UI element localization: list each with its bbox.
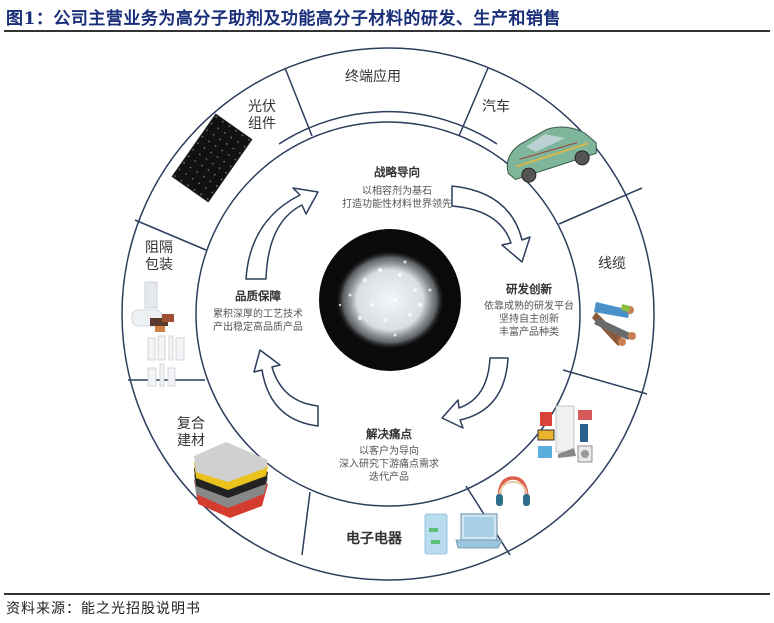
stage-desc-line: 迭代产品: [369, 472, 409, 483]
stage-title: 战略导向: [374, 165, 420, 179]
segment-automotive-label: 汽车: [482, 99, 510, 116]
cycle-arrows: [245, 185, 531, 429]
polymer-pellets-image: [319, 229, 461, 371]
outer-ring: [121, 47, 655, 581]
figure-title: 图1：公司主营业务为高分子助剂及功能高分子材料的研发、生产和销售: [6, 9, 561, 29]
packaging-icon: [131, 281, 185, 387]
segment-label-line: 建材: [177, 433, 205, 449]
stage-desc-line: 丰富产品种类: [499, 327, 559, 338]
stage-desc-line: 依靠成熟的研发平台: [484, 301, 574, 312]
arrow-quality-to-strategy: [245, 187, 319, 280]
arrow-rnd-to-pain: [441, 357, 509, 429]
stage-desc-line: 以相容剂为基石: [362, 186, 432, 197]
car-icon: [506, 126, 597, 183]
segment-photovoltaic-label: 光伏 组件: [248, 99, 276, 133]
segment-label-line: 光伏: [248, 99, 276, 115]
title-divider: [4, 30, 770, 32]
composite-panel-icon: [194, 442, 268, 518]
cable-icon: [592, 302, 636, 346]
segment-composite-building-label: 复合 建材: [177, 416, 205, 450]
terminal-application-header: 终端应用: [345, 69, 401, 85]
electronics-icon: [424, 513, 503, 555]
stage-pain-points: 解决痛点 以客户为导向 深入研究下游痛点需求 迭代产品: [326, 427, 452, 484]
stage-desc-line: 深入研究下游痛点需求: [339, 459, 439, 470]
headphones-icon: [496, 476, 530, 506]
stage-quality: 品质保障 累积深厚的工艺技术 产出稳定高品质产品: [204, 289, 312, 334]
segment-label-line: 包装: [145, 257, 173, 273]
stage-desc-line: 打造功能性材料世界领先: [342, 199, 452, 210]
stage-title: 品质保障: [235, 289, 281, 303]
home-appliances-icon: [537, 405, 593, 463]
arrow-strategy-to-rnd: [451, 185, 531, 263]
segment-label-line: 复合: [177, 416, 205, 432]
figure-source: 资料来源：能之光招股说明书: [6, 601, 201, 617]
stage-desc-line: 产出稳定高品质产品: [213, 322, 303, 333]
stage-rnd: 研发创新 依靠成熟的研发平台 坚持自主创新 丰富产品种类: [474, 282, 584, 339]
arrow-pain-to-quality: [253, 349, 319, 427]
segment-dividers: [128, 67, 648, 556]
segment-label-line: 线缆: [598, 256, 626, 272]
solar-panel-icon: [171, 113, 253, 203]
header-arc: [278, 110, 498, 145]
stage-title: 解决痛点: [366, 427, 412, 441]
stage-strategy: 战略导向 以相容剂为基石 打造功能性材料世界领先: [332, 165, 462, 211]
stage-desc-line: 坚持自主创新: [499, 314, 559, 325]
stage-title: 研发创新: [506, 282, 552, 296]
segment-label-line: 组件: [248, 116, 276, 132]
segment-cable-label: 线缆: [598, 256, 626, 273]
source-divider: [4, 593, 770, 595]
segment-label-line: 阻隔: [145, 240, 173, 256]
stage-desc-line: 累积深厚的工艺技术: [213, 309, 303, 320]
segment-electronics-label: 电子电器: [346, 531, 402, 548]
segment-label-line: 汽车: [482, 99, 510, 115]
segment-barrier-packaging-label: 阻隔 包装: [145, 240, 173, 274]
segment-label-line: 电子电器: [346, 531, 402, 547]
stage-desc-line: 以客户为导向: [359, 446, 419, 457]
